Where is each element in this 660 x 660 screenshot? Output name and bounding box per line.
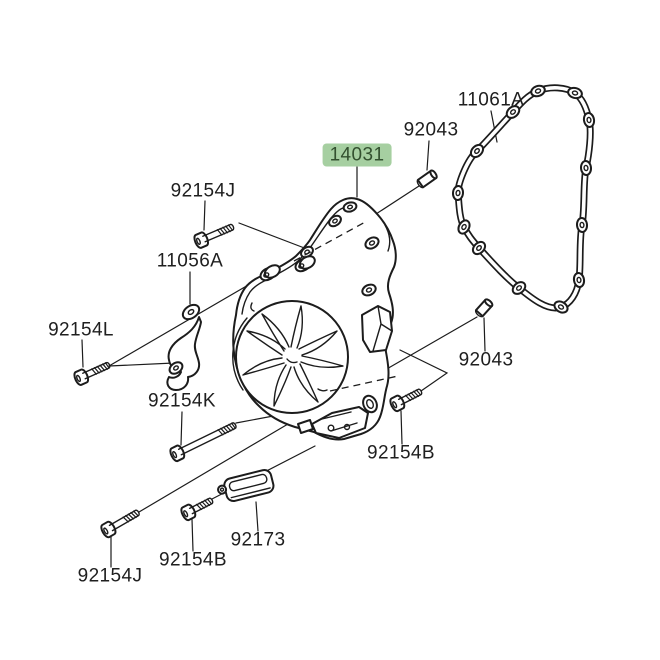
part-label-92043-top: 92043 [403, 119, 459, 141]
part-label-92173: 92173 [230, 529, 286, 551]
clamp-drawing [216, 469, 275, 505]
part-label-11061a: 11061A [457, 89, 525, 111]
gasket-drawing [452, 84, 595, 315]
bolt-92154l-drawing [73, 358, 112, 386]
bracket-drawing [167, 302, 201, 390]
cover-side-boss [362, 306, 392, 352]
part-label-92154l: 92154L [48, 319, 114, 341]
part-label-92043-right: 92043 [458, 349, 514, 371]
part-label-11056a: 11056A [156, 250, 224, 272]
cover-bolt-ears [258, 201, 380, 298]
part-label-92154j-top: 92154J [170, 180, 236, 202]
part-label-92154b-right: 92154B [367, 442, 435, 464]
cover-bottom-housing [298, 394, 379, 438]
part-label-14031-highlighted: 14031 [322, 143, 392, 167]
part-label-92154k: 92154K [148, 390, 216, 412]
bolt-92154j-bottom-drawing [100, 506, 143, 539]
bolt-92154b-right-drawing [389, 385, 425, 412]
bolt-92154b-bottom-drawing [180, 494, 216, 521]
part-label-92154j-bottom: 92154J [77, 565, 143, 587]
gasket-bolt-ears [452, 84, 595, 315]
cover-fins [243, 303, 343, 406]
bolt-92154k-drawing [169, 419, 239, 463]
dowel-pin-right-drawing [474, 298, 493, 318]
leader-lines [82, 111, 497, 567]
part-label-92154b-bottom: 92154B [159, 549, 227, 571]
generator-cover-drawing [233, 198, 398, 439]
dowel-pin-top-drawing [416, 169, 438, 188]
bolt-92154j-top-drawing [193, 220, 236, 249]
